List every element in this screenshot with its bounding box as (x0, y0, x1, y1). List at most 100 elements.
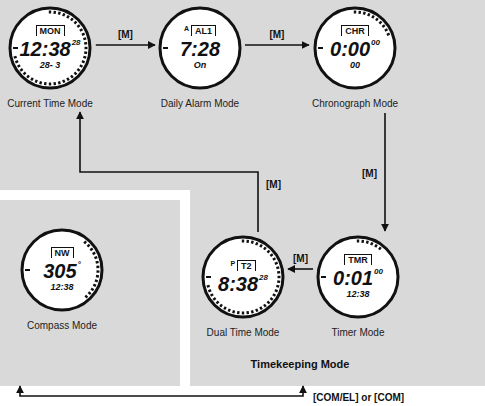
second-tick (278, 276, 281, 278)
second-tick (270, 298, 272, 300)
display-row: 7:28 (180, 38, 220, 60)
display-row: 00 (350, 60, 360, 71)
mode-dash (25, 269, 30, 271)
mode-label: NW (51, 247, 74, 258)
second-tick (53, 11, 56, 14)
second-tick (18, 65, 21, 67)
indicator-text: P (230, 260, 235, 268)
second-tick (366, 241, 369, 244)
second-tick (84, 51, 87, 54)
second-tick (251, 310, 254, 313)
mode-caption: Current Time Mode (7, 98, 93, 109)
button-label: [M] (116, 29, 135, 41)
second-tick (207, 285, 210, 288)
second-tick (375, 245, 377, 248)
mode-label: AL1 (191, 25, 216, 36)
display-row: 12:38 (50, 282, 73, 293)
mode-dash (206, 276, 211, 278)
second-tick (93, 285, 96, 286)
second-tick (96, 270, 99, 273)
second-tick (270, 254, 272, 256)
mode-label: T2 (237, 260, 256, 271)
second-tick (36, 80, 37, 83)
display-small: 28 (259, 273, 268, 283)
watch-node: CHR0:000000Chronograph Mode (312, 6, 398, 109)
second-tick (71, 18, 73, 20)
second-tick (256, 242, 257, 245)
display-row: 305° (43, 260, 81, 282)
display-digits: 7:28 (180, 38, 220, 60)
second-tick (58, 81, 61, 84)
display-digits: 8:38 (218, 273, 258, 295)
display-bottom: 12:38 (50, 282, 73, 293)
second-tick (276, 285, 279, 288)
second-tick (246, 311, 249, 314)
label-holder: [M] (267, 24, 286, 42)
watch-bezel (10, 8, 90, 88)
second-tick (82, 34, 85, 35)
second-tick (251, 241, 254, 244)
group-shape (0, 0, 485, 386)
second-tick (273, 258, 276, 260)
watch-bezel (318, 237, 398, 317)
second-tick (58, 12, 61, 15)
display-bottom: 00 (350, 60, 360, 71)
second-tick (87, 245, 89, 247)
second-tick (53, 82, 56, 85)
watch-node: PT28:3828Dual Time Mode (201, 235, 285, 338)
display-digits: 12:38 (19, 38, 70, 60)
mode-label: CHR (341, 25, 369, 36)
watch-body: NW 305°12:38Compass Mode (20, 228, 104, 331)
second-tick (84, 241, 86, 243)
second-tick (387, 34, 390, 35)
watch-face: PT2 8:3828 (201, 235, 285, 319)
display-row: 28- 3 (40, 60, 61, 71)
display-bottom: 28- 3 (40, 60, 61, 71)
second-tick (267, 250, 269, 252)
button-label: [M] (360, 168, 379, 180)
mode-label: MON (36, 25, 65, 36)
second-tick (85, 295, 87, 297)
button-label: [M] (267, 29, 286, 41)
mode-caption: Compass Mode (27, 320, 97, 331)
second-tick (264, 247, 266, 249)
second-tick (376, 18, 378, 20)
second-tick (275, 263, 278, 264)
watch-face: AAL17:28On (158, 6, 242, 90)
mode-arrow (384, 113, 386, 231)
watch-face: TMR0:010012:38 (316, 235, 400, 319)
display-row: 8:3828 (218, 273, 268, 295)
second-tick (273, 294, 276, 296)
mode-dash (163, 47, 168, 49)
second-tick (39, 81, 42, 84)
second-tick (242, 240, 244, 243)
label-holder: [M] (291, 248, 310, 266)
display-row: PT2 (230, 260, 255, 271)
second-tick (77, 25, 79, 27)
second-tick (94, 257, 97, 258)
button-label: [COM/EL] or [COM] (311, 392, 406, 404)
display-row: 12:3828 (19, 38, 80, 60)
display-digits: 0:01 (333, 267, 373, 289)
mode-arrow (96, 44, 155, 46)
display-row: NW (51, 247, 74, 258)
watch-node: AAL17:28OnDaily Alarm Mode (158, 6, 242, 109)
second-tick (27, 75, 29, 77)
second-tick (267, 301, 269, 303)
display-digits: 305 (43, 260, 76, 282)
second-tick (216, 301, 218, 303)
watch-node: MON12:382828- 3Current Time Mode (7, 6, 93, 109)
second-tick (74, 72, 76, 74)
watch-face: MON12:382828- 3 (8, 6, 92, 90)
button-label: [M] (264, 179, 283, 191)
mode-caption: Timer Mode (332, 327, 385, 338)
display-bottom: 12:38 (346, 289, 369, 300)
mode-arrow (288, 268, 313, 270)
display-small: 28 (72, 38, 81, 48)
second-tick (256, 309, 257, 312)
second-tick (88, 292, 90, 294)
second-tick (83, 37, 86, 40)
second-tick (23, 72, 25, 74)
display-row: On (194, 60, 207, 71)
